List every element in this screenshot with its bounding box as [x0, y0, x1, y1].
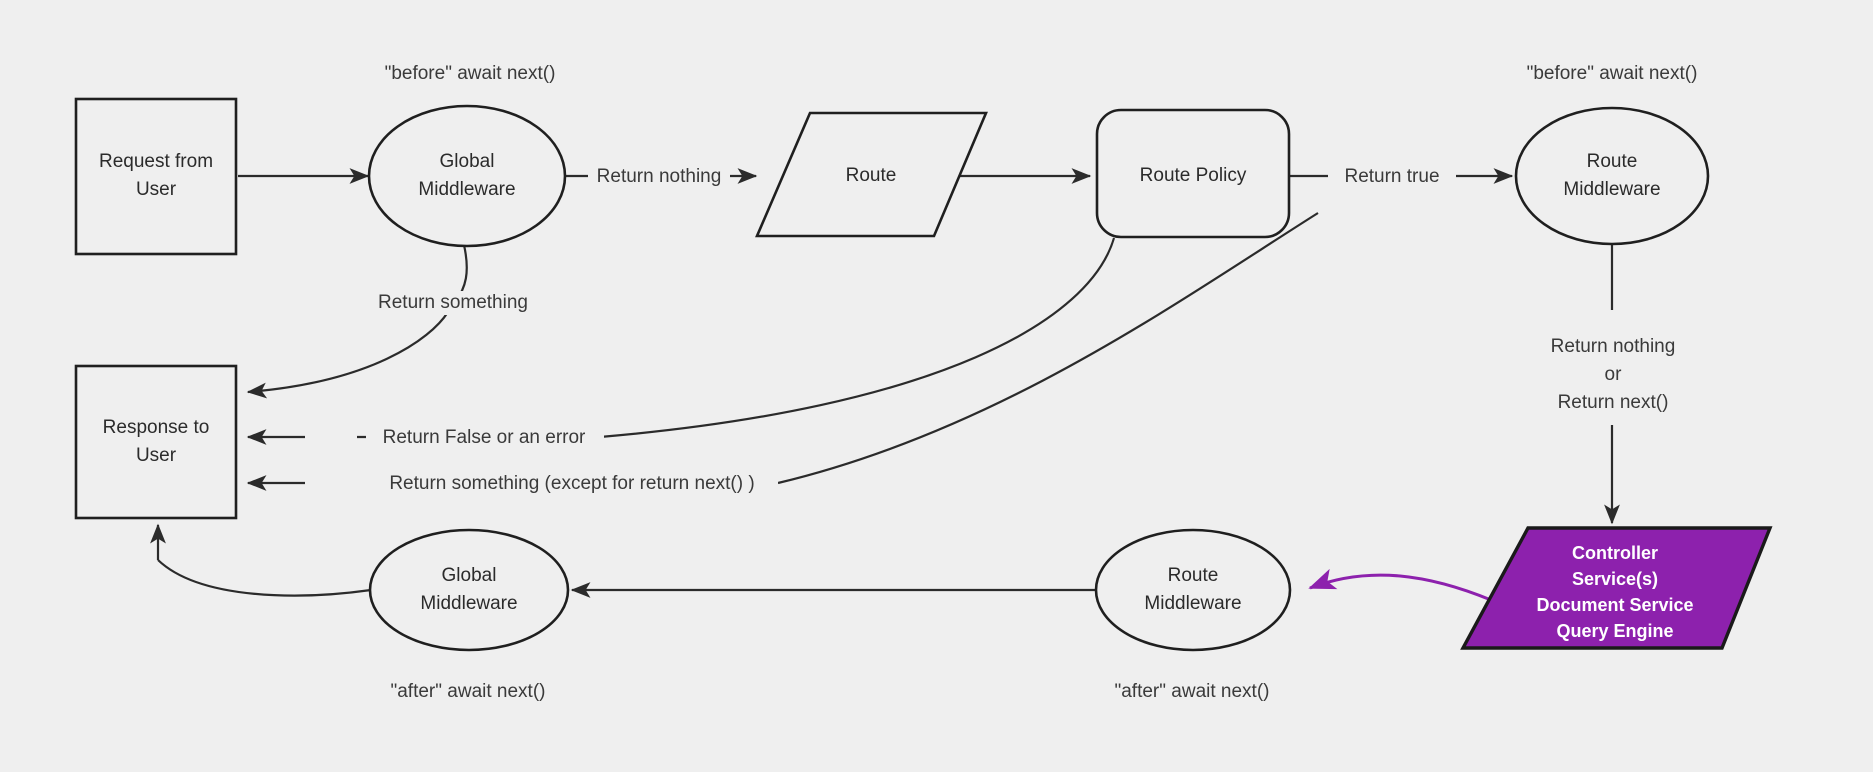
- return-something-label: Return something: [378, 292, 528, 313]
- annotation-after-await-next-left: "after" await next(): [391, 681, 546, 702]
- route-policy-label: Route Policy: [1140, 165, 1247, 186]
- request-from-user-label-line2: User: [136, 179, 177, 200]
- edge-controller-to-route-middleware-after: [1308, 568, 1492, 602]
- edge-route-middleware-something-curve: [777, 212, 1319, 485]
- annotation-after-await-next-right: "after" await next(): [1115, 681, 1270, 702]
- node-controller-services[interactable]: Controller Service(s) Document Service Q…: [1460, 526, 1773, 650]
- route-label: Route: [846, 165, 897, 186]
- response-to-user-shape: [74, 364, 238, 520]
- route-middleware-after-label-line2: Middleware: [1144, 593, 1241, 614]
- route-policy-shape: [1095, 108, 1291, 239]
- return-false-label-bg: [366, 425, 604, 449]
- node-route-middleware-before[interactable]: Route Middleware: [1514, 106, 1710, 246]
- route-shape: [755, 111, 988, 238]
- return-something-except-label-bg: [366, 471, 778, 495]
- node-response-to-user[interactable]: Response to User: [74, 364, 238, 520]
- edge-label-return-nothing-or-next: Return nothing or Return next(): [1524, 315, 1702, 420]
- annotation-before-await-next-left: "before" await next(): [385, 63, 556, 84]
- return-something-label-bg: [366, 291, 541, 315]
- response-to-user-label-line2: User: [136, 445, 177, 466]
- edge-label-return-true: Return true: [1328, 164, 1456, 188]
- return-nothing-or-next-label-line2: or: [1605, 364, 1623, 385]
- controller-label-line1: Controller: [1572, 543, 1658, 563]
- return-nothing-or-next-label-bg: [1524, 315, 1702, 420]
- return-true-label: Return true: [1344, 166, 1439, 187]
- edge-label-return-something: Return something: [366, 291, 541, 315]
- edge-label-return-false-or-error: Return False or an error: [366, 425, 604, 449]
- return-something-except-next-label: Return something (except for return next…: [389, 473, 754, 494]
- node-route[interactable]: Route: [755, 111, 988, 238]
- response-to-user-label-line1: Response to: [103, 417, 210, 438]
- return-nothing-label: Return nothing: [597, 166, 722, 187]
- node-route-policy[interactable]: Route Policy: [1095, 108, 1291, 239]
- route-middleware-after-shape: [1094, 528, 1292, 652]
- node-global-middleware-before[interactable]: Global Middleware: [367, 104, 567, 248]
- request-from-user-label-line1: Request from: [99, 151, 213, 172]
- edge-route-policy-false-curve: [599, 237, 1116, 439]
- return-nothing-label-bg: [588, 164, 730, 188]
- controller-label-line4: Query Engine: [1556, 621, 1673, 641]
- global-middleware-before-shape: [367, 104, 567, 248]
- controller-label-line3: Document Service: [1536, 595, 1693, 615]
- edge-label-return-nothing: Return nothing: [588, 164, 730, 188]
- return-nothing-or-next-label-line3: Return next(): [1558, 392, 1669, 413]
- node-global-middleware-after[interactable]: Global Middleware: [368, 528, 570, 652]
- route-middleware-before-shape: [1514, 106, 1710, 246]
- node-route-middleware-after[interactable]: Route Middleware: [1094, 528, 1292, 652]
- edge-return-something-to-response: [246, 311, 449, 399]
- global-middleware-after-label-line1: Global: [442, 565, 497, 586]
- route-middleware-before-label-line1: Route: [1587, 151, 1638, 172]
- controller-services-shape: [1460, 526, 1773, 650]
- global-middleware-before-label-line2: Middleware: [418, 179, 515, 200]
- route-middleware-before-label-line2: Middleware: [1563, 179, 1660, 200]
- global-middleware-after-label-line2: Middleware: [420, 593, 517, 614]
- annotation-before-await-next-right: "before" await next(): [1527, 63, 1698, 84]
- return-nothing-or-next-label-line1: Return nothing: [1551, 336, 1676, 357]
- route-middleware-after-label-line1: Route: [1168, 565, 1219, 586]
- edge-global-middleware-after-curve: [157, 559, 372, 597]
- request-from-user-shape: [74, 97, 238, 256]
- global-middleware-after-shape: [368, 528, 570, 652]
- return-false-or-error-label: Return False or an error: [383, 427, 586, 448]
- node-request-from-user[interactable]: Request from User: [74, 97, 238, 256]
- controller-label-line2: Service(s): [1572, 569, 1658, 589]
- global-middleware-before-label-line1: Global: [440, 151, 495, 172]
- edge-label-return-something-except-next: Return something (except for return next…: [366, 471, 778, 495]
- return-true-label-bg: [1328, 164, 1456, 188]
